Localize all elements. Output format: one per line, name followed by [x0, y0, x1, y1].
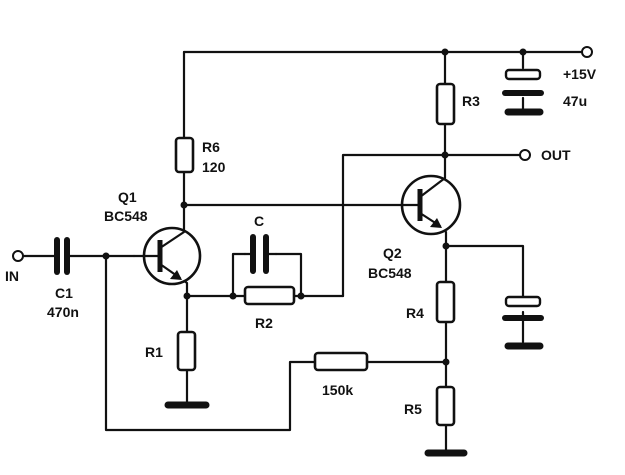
r1-label: R1: [145, 344, 163, 360]
capacitor-emitter-bypass: [502, 295, 544, 350]
c1-ref-label: C1: [55, 285, 73, 301]
q2-ref-label: Q2: [383, 245, 402, 261]
resistor-r6: [174, 136, 195, 174]
out-label: OUT: [541, 147, 571, 163]
supply-terminal: [581, 46, 593, 58]
q2-type-label: BC548: [368, 265, 412, 281]
rf-value-label: 150k: [322, 382, 353, 398]
input-terminal: [12, 250, 24, 262]
junctions: [102, 48, 527, 366]
resistor-r1: [176, 330, 197, 372]
r2-label: R2: [255, 315, 273, 331]
resistor-r3: [435, 82, 456, 126]
cap-47u-label: 47u: [563, 93, 587, 109]
r3-label: R3: [462, 93, 480, 109]
r4-label: R4: [406, 305, 424, 321]
supply-label: +15V: [563, 66, 597, 82]
resistor-150k: [313, 351, 369, 372]
r6-value-label: 120: [202, 159, 226, 175]
transistor-q1: [132, 226, 202, 286]
transistor-q2: [400, 174, 462, 236]
in-label: IN: [5, 268, 19, 284]
output-terminal: [519, 149, 531, 161]
capacitor-c: [243, 234, 278, 274]
r5-label: R5: [404, 401, 422, 417]
resistor-r4: [435, 280, 456, 324]
wires: [21, 50, 585, 454]
resistor-r2: [243, 285, 296, 306]
c-label: C: [254, 213, 264, 229]
q1-ref-label: Q1: [118, 189, 137, 205]
r6-ref-label: R6: [202, 139, 220, 155]
capacitor-supply-47u: [502, 68, 544, 116]
capacitor-c1: [54, 237, 70, 275]
q1-type-label: BC548: [104, 208, 148, 224]
resistor-r5: [435, 385, 456, 427]
c1-value-label: 470n: [47, 304, 79, 320]
